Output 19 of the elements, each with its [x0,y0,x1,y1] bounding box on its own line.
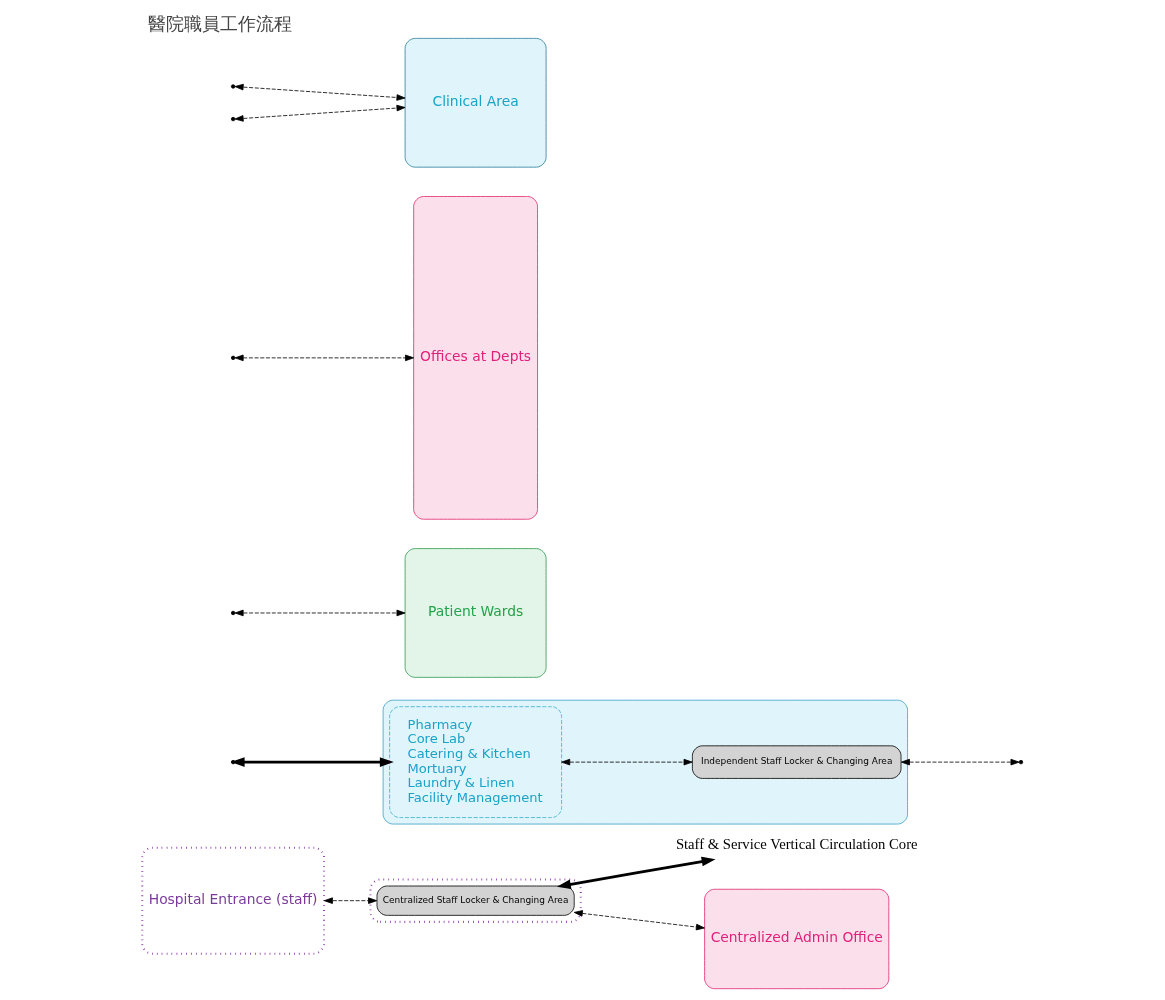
node-box: Centralized Staff Locker & Changing Area [376,885,575,916]
node-box: Offices at Depts [413,195,538,520]
arrow [323,896,378,904]
arrow [234,354,415,361]
arrow [234,83,406,101]
arrow [234,104,406,122]
arrow [234,609,406,616]
node-box: Pharmacy Core Lab Catering & Kitchen Mortuary Laundry & Linen Facility Management [389,705,562,818]
arrow [556,856,716,889]
node-text: Staff & Service Vertical Circulation Core [675,835,918,852]
node-box: Centralized Admin Office [704,888,890,989]
node-box: Hospital Entrance (staff) [141,846,326,955]
arrow [900,758,1020,765]
arrow [573,909,705,930]
node-box: Clinical Area [404,37,547,168]
diagram-title: 醫院職員工作流程 [148,12,293,34]
node-box: Independent Staff Locker & Changing Area [692,744,902,779]
node-box: Patient Wards [404,547,547,678]
arrow [561,758,693,765]
